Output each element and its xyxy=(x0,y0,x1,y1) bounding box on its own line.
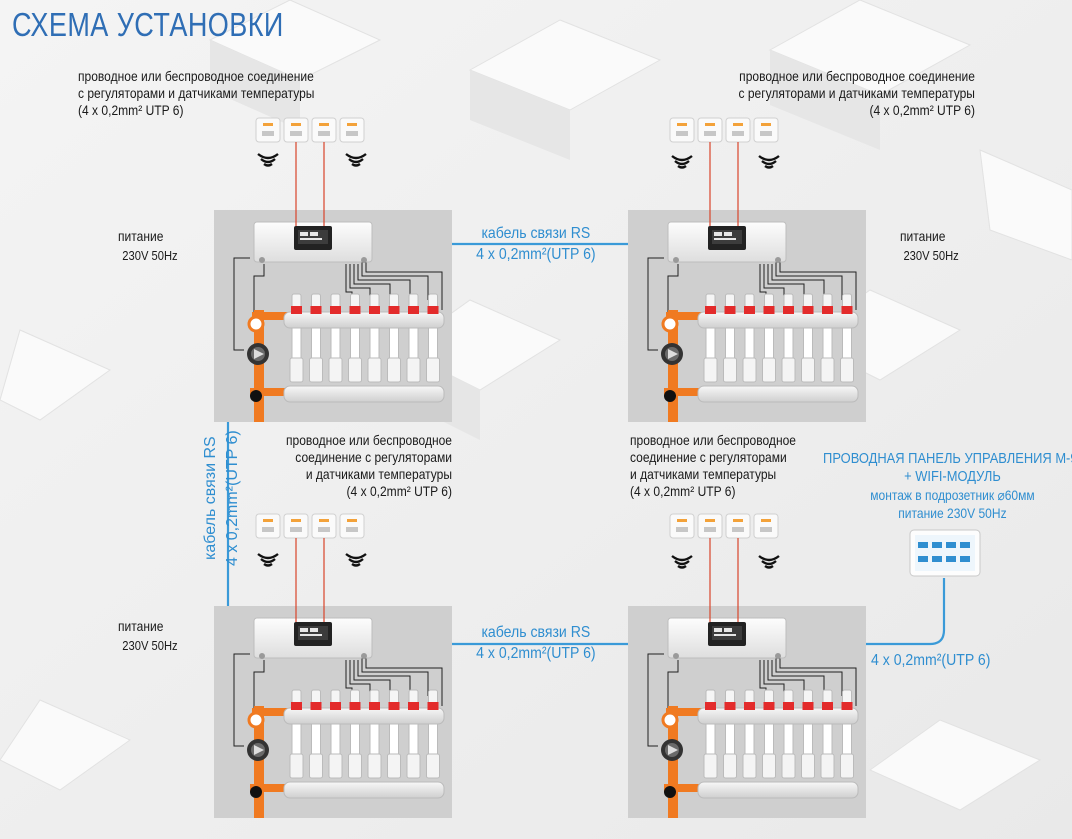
connection-note-top-right: проводное или беспроводное соединение с … xyxy=(739,68,975,119)
rs-cable-spec: 4 x 0,2mm²(UTP 6) xyxy=(476,645,596,662)
note-line: проводное или беспроводное xyxy=(630,432,796,448)
heating-unit-top-right xyxy=(626,208,868,424)
wireless-icon xyxy=(344,152,368,167)
thermostat-icon xyxy=(697,513,723,539)
panel-line: монтаж в подрозетник ⌀60мм xyxy=(870,487,1035,503)
thermostat-icon xyxy=(725,513,751,539)
wireless-icon xyxy=(670,554,694,569)
note-line: с регуляторами и датчиками температуры xyxy=(738,85,975,101)
control-panel-icon xyxy=(909,529,981,577)
thermostat-icon xyxy=(753,117,779,143)
heating-unit-bottom-left xyxy=(212,604,454,820)
note-line: (4 x 0,2mm² UTP 6) xyxy=(869,102,975,118)
wireless-icon xyxy=(256,152,280,167)
power-label-bottom-left: питание 230V 50Hz xyxy=(118,616,178,656)
thermostat-icon xyxy=(283,513,309,539)
thermostat-icon xyxy=(725,117,751,143)
wireless-icon xyxy=(670,154,694,169)
rs-cable-name: кабель связи RS xyxy=(481,225,591,242)
rs-cable-label-bottom: кабель связи RS 4 x 0,2mm²(UTP 6) xyxy=(476,622,595,664)
heating-unit-bottom-right xyxy=(626,604,868,820)
note-line: и датчиками температуры xyxy=(305,466,452,482)
connection-note-middle-right: проводное или беспроводное соединение с … xyxy=(630,432,796,500)
rs-cable-spec: 4 x 0,2mm²(UTP 6) xyxy=(224,430,241,566)
power-title: питание xyxy=(118,228,164,244)
note-line: с регуляторами и датчиками температуры xyxy=(78,85,315,101)
thermostat-icon xyxy=(697,117,723,143)
thermostat-icon xyxy=(311,117,337,143)
thermostat-icon xyxy=(283,117,309,143)
rs-cable-spec: 4 x 0,2mm²(UTP 6) xyxy=(476,246,596,263)
rs-cable-label-vertical: кабель связи RS 4 x 0,2mm²(UTP 6) xyxy=(200,430,244,566)
thermostat-icon xyxy=(255,117,281,143)
panel-cable-spec: 4 x 0,2mm²(UTP 6) xyxy=(871,652,991,669)
panel-line: + WIFI-МОДУЛЬ xyxy=(904,468,1001,485)
note-line: и датчиками температуры xyxy=(630,466,777,482)
panel-line: питание 230V 50Hz xyxy=(898,505,1007,521)
power-title: питание xyxy=(900,228,946,244)
note-line: (4 x 0,2mm² UTP 6) xyxy=(78,102,184,118)
thermostat-icon xyxy=(753,513,779,539)
note-line: соединение с регуляторами xyxy=(295,449,452,465)
power-label-top-left: питание 230V 50Hz xyxy=(118,226,178,266)
thermostat-icon xyxy=(255,513,281,539)
wireless-icon xyxy=(757,154,781,169)
rs-cable-label-top: кабель связи RS 4 x 0,2mm²(UTP 6) xyxy=(476,223,595,265)
power-title: питание xyxy=(118,618,164,634)
rs-cable-name: кабель связи RS xyxy=(202,436,219,560)
rs-cable-name: кабель связи RS xyxy=(481,624,591,641)
thermostat-icon xyxy=(339,117,365,143)
note-line: (4 x 0,2mm² UTP 6) xyxy=(630,483,736,499)
wireless-icon xyxy=(757,554,781,569)
heating-unit-top-left xyxy=(212,208,454,424)
wireless-icon xyxy=(344,552,368,567)
wireless-icon xyxy=(256,552,280,567)
connection-note-middle-left: проводное или беспроводное соединение с … xyxy=(286,432,452,500)
note-line: проводное или беспроводное соединение xyxy=(78,68,314,84)
note-line: проводное или беспроводное соединение xyxy=(739,68,975,84)
note-line: проводное или беспроводное xyxy=(286,432,452,448)
page-title: СХЕМА УСТАНОВКИ xyxy=(12,6,284,43)
thermostat-icon xyxy=(669,117,695,143)
note-line: соединение с регуляторами xyxy=(630,449,787,465)
note-line: (4 x 0,2mm² UTP 6) xyxy=(346,483,452,499)
control-panel-caption: ПРОВОДНАЯ ПАНЕЛЬ УПРАВЛЕНИЯ M-9r + WIFI-… xyxy=(823,450,1072,522)
thermostat-icon xyxy=(669,513,695,539)
power-value: 230V 50Hz xyxy=(903,248,959,263)
power-value: 230V 50Hz xyxy=(122,248,178,263)
power-label-top-right: питание 230V 50Hz xyxy=(900,226,959,266)
thermostat-icon xyxy=(311,513,337,539)
power-value: 230V 50Hz xyxy=(122,638,178,653)
connection-note-top-left: проводное или беспроводное соединение с … xyxy=(78,68,314,119)
panel-line: ПРОВОДНАЯ ПАНЕЛЬ УПРАВЛЕНИЯ M-9r xyxy=(823,450,1072,467)
thermostat-icon xyxy=(339,513,365,539)
